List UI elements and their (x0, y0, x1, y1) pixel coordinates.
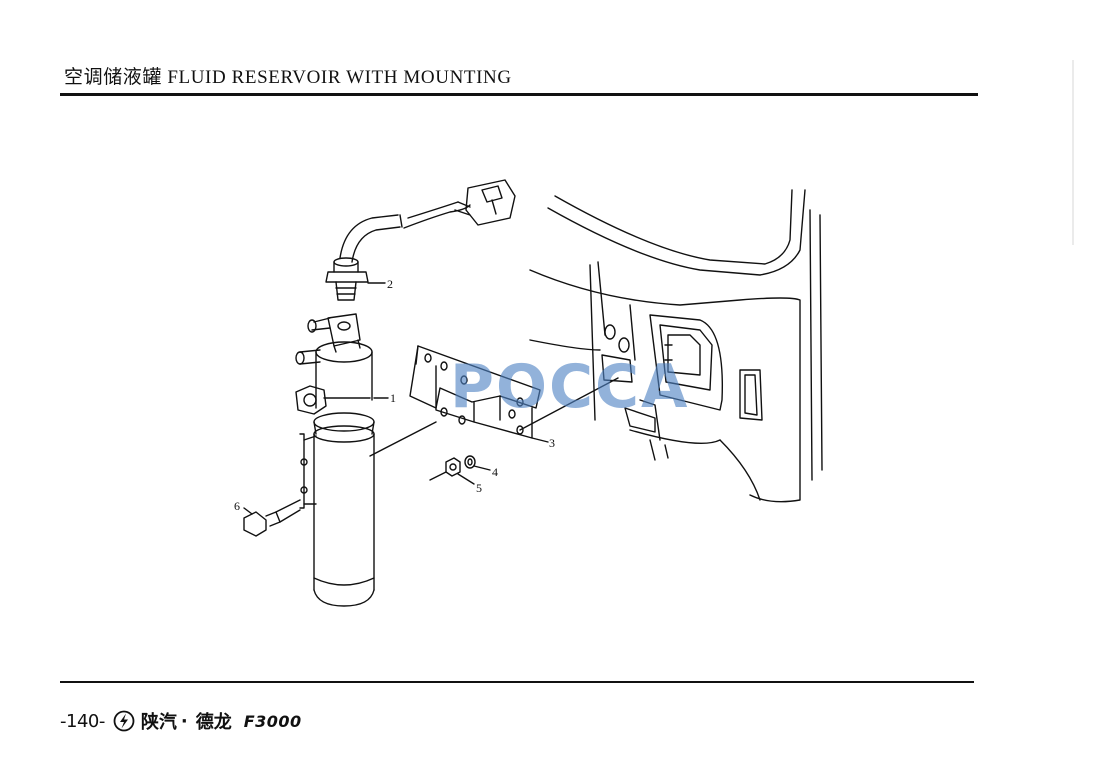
pressure-switch-harness (339, 179, 516, 263)
assembly-line-reservoir (369, 421, 437, 457)
pressure-switch (325, 257, 369, 301)
callout-line-6 (243, 507, 253, 515)
callout-line-5 (457, 473, 475, 485)
washer (464, 455, 476, 469)
callout-2: 2 (387, 277, 393, 291)
scan-edge-mark (1072, 60, 1074, 245)
brand-name: 陕汽 (140, 712, 177, 733)
callout-line-3 (531, 437, 549, 443)
bolt (243, 499, 301, 537)
page-footer: -140- 陕汽 · 德龙 F3000 (60, 706, 302, 736)
nut-line (429, 471, 447, 481)
callout-5: 5 (476, 481, 482, 495)
nut (445, 457, 461, 477)
callout-1: 1 (390, 391, 396, 405)
header-rule (60, 93, 978, 96)
callout-line-4 (473, 465, 491, 471)
shaanxi-logo-icon (113, 710, 135, 732)
brand-series: 德龙 (195, 712, 232, 733)
footer-rule (60, 681, 974, 683)
callout-3: 3 (549, 436, 555, 450)
page-title: 空调储液罐 FLUID RESERVOIR WITH MOUNTING (64, 67, 512, 88)
page-number: -140- (60, 710, 105, 732)
assembly-line-bracket (519, 377, 619, 431)
cab-body-panel (529, 189, 823, 503)
fluid-reservoir (295, 313, 375, 607)
callout-6: 6 (234, 499, 240, 513)
model-name: F3000 (243, 711, 302, 731)
watermark-text: POCCA (450, 352, 690, 422)
brand-separator: · (180, 710, 188, 732)
callout-4: 4 (492, 465, 498, 479)
